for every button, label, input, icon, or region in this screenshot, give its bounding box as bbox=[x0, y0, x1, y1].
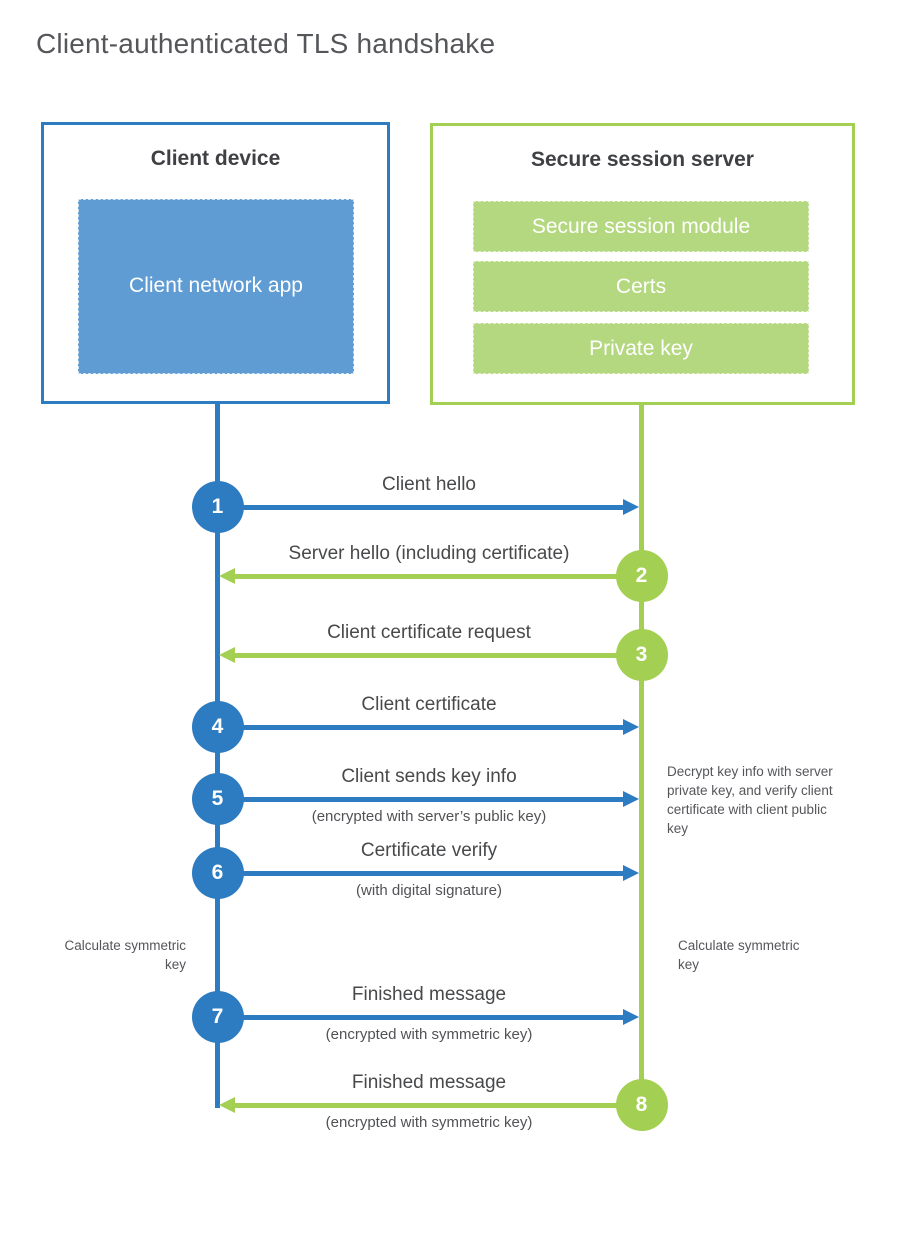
message-arrow-line bbox=[235, 1103, 642, 1108]
message-label: Client sends key info bbox=[341, 766, 517, 787]
server-lifeline bbox=[639, 403, 644, 1108]
message-arrow-line bbox=[217, 871, 624, 876]
secure-session-server-title: Secure session server bbox=[531, 148, 754, 171]
message-label: Finished message bbox=[351, 1072, 507, 1093]
step-number-badge: 2 bbox=[615, 550, 668, 602]
message-label: Client hello bbox=[382, 474, 476, 495]
message-label: Server hello (including certificate) bbox=[288, 543, 570, 564]
server-module-bar: Certs bbox=[473, 261, 809, 312]
step-number-badge: 7 bbox=[191, 991, 244, 1043]
step-number-badge: 6 bbox=[191, 847, 244, 899]
arrowhead-left-icon bbox=[219, 647, 235, 663]
message-sublabel: (encrypted with symmetric key) bbox=[325, 1026, 533, 1043]
client-device-box: Client device Client network app bbox=[41, 122, 390, 404]
message-label: Client certificate request bbox=[327, 622, 531, 643]
step-number-badge: 1 bbox=[191, 481, 244, 533]
message-arrow-line bbox=[235, 653, 642, 658]
arrowhead-right-icon bbox=[623, 1009, 639, 1025]
message-sublabel: (encrypted with symmetric key) bbox=[325, 1114, 533, 1131]
client-network-app-label: Client network app bbox=[129, 274, 303, 298]
arrowhead-left-icon bbox=[219, 1097, 235, 1113]
message-arrow-line bbox=[235, 574, 642, 579]
client-lifeline bbox=[215, 402, 220, 1108]
step-number-badge: 3 bbox=[615, 629, 668, 681]
step-number-badge: 8 bbox=[615, 1079, 668, 1131]
secure-session-server-box: Secure session server Secure session mod… bbox=[430, 123, 855, 405]
message-arrow-line bbox=[217, 1015, 624, 1020]
client-device-title: Client device bbox=[150, 147, 281, 170]
message-label: Client certificate bbox=[361, 694, 497, 715]
server-module-bar: Private key bbox=[473, 323, 809, 374]
message-arrow-line bbox=[217, 505, 624, 510]
client-network-app-box: Client network app bbox=[78, 199, 354, 374]
arrowhead-right-icon bbox=[623, 791, 639, 807]
message-arrow-line bbox=[217, 797, 624, 802]
calculate-symmetric-key-note-client: Calculate symmetric key bbox=[64, 938, 186, 973]
message-arrow-line bbox=[217, 725, 624, 730]
calculate-symmetric-key-note-server: Calculate symmetric key bbox=[678, 938, 800, 973]
message-sublabel: (encrypted with server’s public key) bbox=[311, 808, 547, 825]
message-label: Finished message bbox=[351, 984, 507, 1005]
step-number-badge: 4 bbox=[191, 701, 244, 753]
arrowhead-right-icon bbox=[623, 719, 639, 735]
decrypt-key-note: Decrypt key info with server private key… bbox=[667, 764, 833, 837]
server-module-bar: Secure session module bbox=[473, 201, 809, 252]
step-number-badge: 5 bbox=[191, 773, 244, 825]
message-label: Certificate verify bbox=[360, 840, 498, 861]
arrowhead-right-icon bbox=[623, 865, 639, 881]
arrowhead-right-icon bbox=[623, 499, 639, 515]
arrowhead-left-icon bbox=[219, 568, 235, 584]
page-title: Client-authenticated TLS handshake bbox=[36, 28, 496, 59]
message-sublabel: (with digital signature) bbox=[356, 882, 502, 899]
